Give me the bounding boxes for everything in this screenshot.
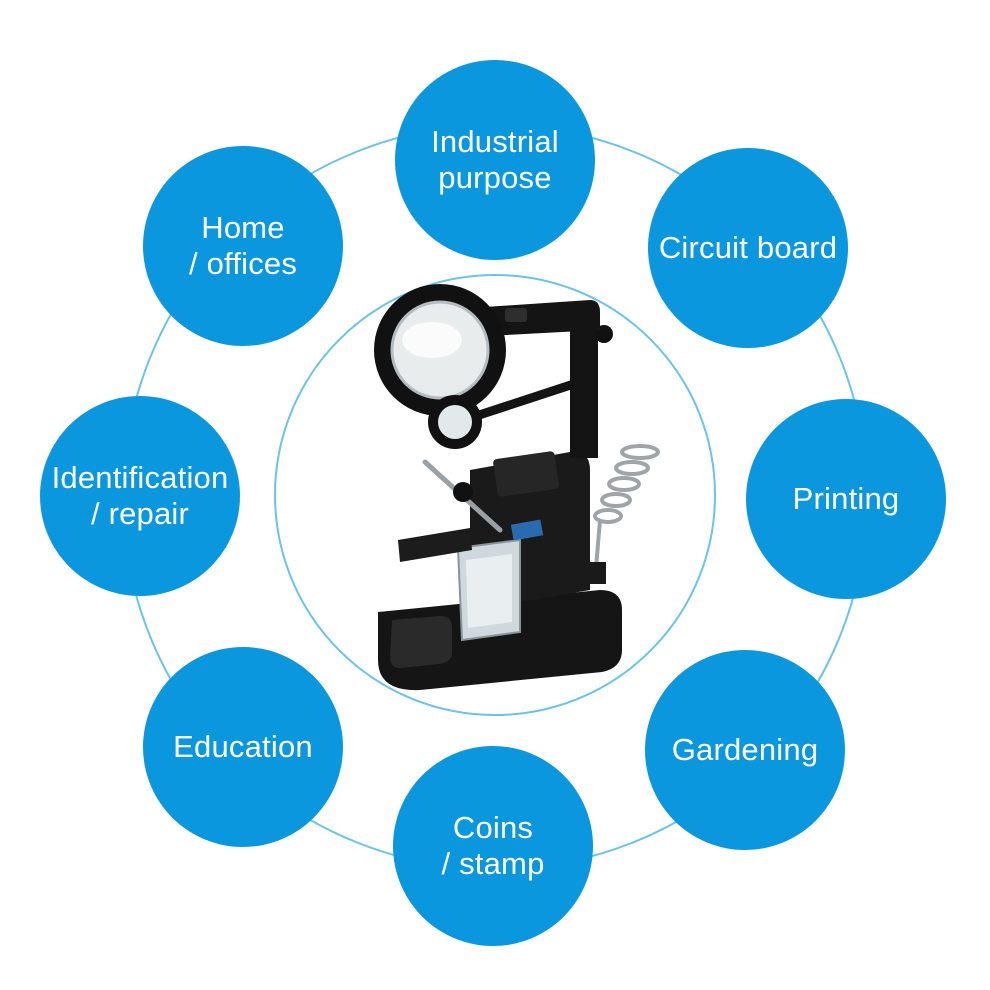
clear-box-inner (466, 554, 512, 628)
use-label-education: Education (173, 729, 313, 764)
use-label-circuit-board: Circuit board (658, 230, 838, 265)
use-bubble-coins-stamp: Coins / stamp (393, 746, 593, 946)
iron-holder-spring (593, 444, 660, 569)
sponge-well (390, 616, 452, 668)
base-tray (378, 590, 622, 691)
inner-ring (274, 274, 716, 716)
body-top-panel (493, 451, 559, 497)
lamp-switch (505, 308, 527, 322)
clip-knob (453, 482, 473, 502)
iron-holder-base (588, 562, 606, 584)
use-bubble-identification-repair: Identification / repair (40, 396, 240, 596)
vertical-post (570, 328, 598, 458)
front-clip-arm (398, 528, 472, 562)
big-lens-highlight (402, 322, 462, 358)
brand-label (510, 519, 544, 541)
use-label-coins-stamp: Coins / stamp (441, 810, 545, 881)
use-bubble-education: Education (143, 647, 343, 847)
small-lens-arm (465, 375, 591, 423)
use-bubble-home-offices: Home / offices (143, 146, 343, 346)
use-label-industrial: Industrial purpose (431, 124, 559, 195)
use-label-identification-repair: Identification / repair (51, 460, 229, 531)
use-bubble-industrial: Industrial purpose (395, 60, 595, 260)
use-label-home-offices: Home / offices (188, 210, 298, 281)
small-magnifier-lens (438, 405, 472, 439)
use-label-gardening: Gardening (671, 732, 819, 767)
use-bubble-printing: Printing (746, 399, 946, 599)
use-bubble-gardening: Gardening (645, 650, 845, 850)
use-bubble-circuit-board: Circuit board (648, 148, 848, 348)
use-label-printing: Printing (792, 481, 900, 516)
